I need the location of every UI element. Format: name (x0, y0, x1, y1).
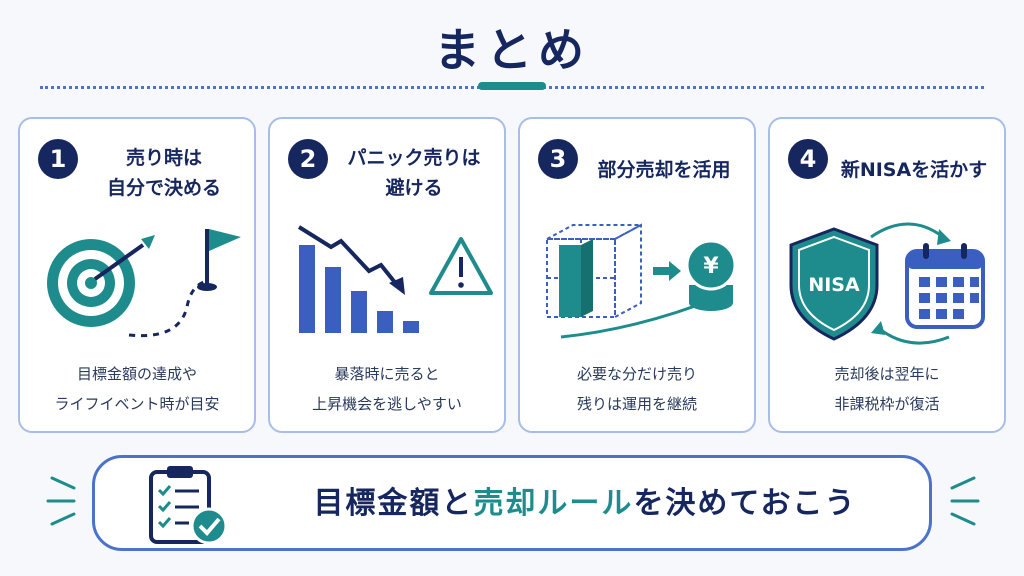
sparkle-right-icon (950, 476, 980, 526)
card-description: 目標金額の達成やライフイベント時が目安 (54, 365, 220, 413)
card-description: 暴落時に売ると上昇機会を逃しやすい (312, 365, 462, 413)
card-number: 2 (288, 139, 328, 179)
summary-part2: を決めておこう (633, 486, 857, 521)
card-partial-sale: 3 部分売却を活用 ¥ 必要な分だけ売り残りは運用を継続 (518, 117, 756, 433)
card-avoid-panic: 2 パニック売りは避ける 暴落時に売ると上昇機会を逃しやすい (268, 117, 506, 433)
card-heading: パニック売りは避ける (347, 147, 481, 199)
summary-banner: 目標金額と売却ルールを決めておこう (92, 455, 932, 551)
nisa-label: NISA (808, 274, 860, 296)
partial-cube-coins-icon: ¥ (546, 223, 737, 339)
card-sell-timing: 1 売り時は自分で決める 目標金額の達成やライフイベント時が目安 (18, 117, 256, 433)
card-heading: 売り時は自分で決める (106, 147, 221, 199)
checklist-icon (149, 466, 228, 545)
summary-part1: 目標金額と (313, 486, 474, 521)
card-number: 4 (788, 139, 828, 179)
sparkle-left-icon (46, 476, 76, 526)
summary-accent: 売却ルール (473, 486, 634, 521)
falling-chart-icon (297, 225, 493, 333)
target-flag-icon (47, 229, 241, 338)
card-number: 3 (538, 139, 578, 179)
page-title: まとめ (434, 23, 590, 77)
title-underline (478, 82, 546, 90)
card-description: 必要な分だけ売り残りは運用を継続 (576, 365, 697, 413)
card-new-nisa: 4 新NISAを活かす NISA 売却後は翌年に非課税枠が復活 (768, 117, 1006, 433)
yen-symbol: ¥ (703, 254, 719, 279)
card-heading: 部分売却を活用 (597, 159, 731, 181)
card-number: 1 (38, 139, 78, 179)
card-heading: 新NISAを活かす (840, 159, 988, 181)
card-description: 売却後は翌年に非課税枠が復活 (834, 365, 940, 413)
nisa-calendar-icon: NISA (789, 222, 985, 345)
summary-message: 目標金額と売却ルールを決めておこう (255, 480, 915, 528)
